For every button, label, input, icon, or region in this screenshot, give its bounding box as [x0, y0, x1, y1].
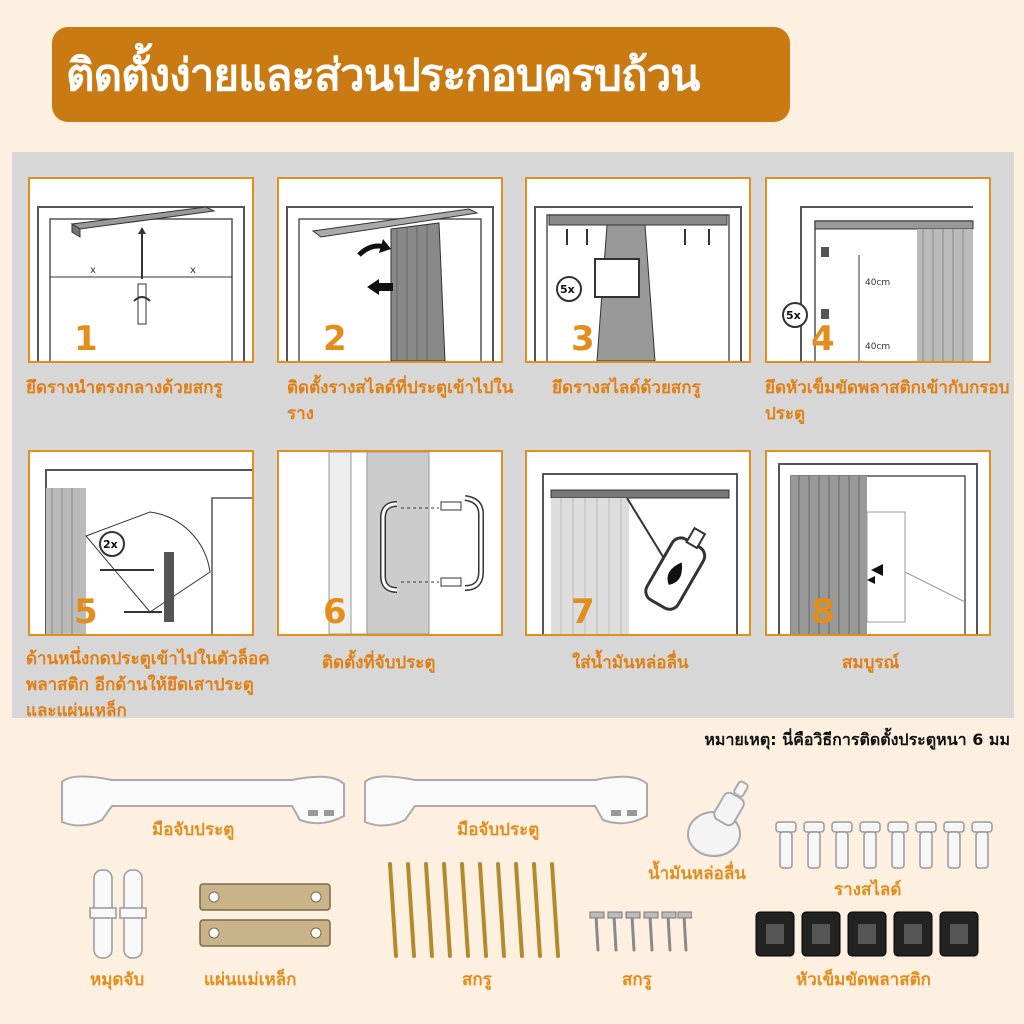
step-7-illustration — [542, 473, 738, 634]
step-1-caption: ยึดรางนำตรงกลางด้วยสกรู — [26, 378, 223, 398]
step-1-diagram: x x 1 — [28, 177, 254, 363]
long-screw-label: สกรู — [462, 970, 492, 990]
step-4-diagram: 40cm 40cm 5x 4 — [765, 177, 991, 363]
quantity-5x: 5x — [786, 309, 801, 322]
step-number: 3 — [571, 319, 595, 359]
page-title: ติดตั้งง่ายและส่วนประกอบครบถ้วน — [66, 49, 700, 101]
step-8-caption: สมบูรณ์ — [842, 653, 900, 673]
quantity-2x: 2x — [103, 538, 118, 551]
step-7-diagram: 7 — [525, 450, 751, 636]
step-8-diagram: 8 — [765, 450, 991, 636]
step-3-diagram: 5x 3 — [525, 177, 751, 363]
lubricant-label: น้ำมันหล่อลื่น — [648, 864, 746, 884]
handle-1-label: มือจับประตู — [152, 820, 235, 840]
step-6-caption: ติดตั้งที่จับประตู — [322, 653, 436, 673]
step-number: 4 — [811, 319, 835, 359]
step-7-caption: ใส่น้ำมันหล่อลื่น — [572, 653, 689, 673]
magnet-plate-image — [199, 883, 331, 947]
installation-note: หมายเหตุ: นี่คือวิธีการติดตั้งประตูหนา 6… — [704, 730, 1010, 749]
magnet-plate-label: แผ่นแม่เหล็ก — [204, 970, 297, 990]
lubricant-bottle-image — [687, 780, 749, 857]
long-screws-image — [388, 862, 560, 958]
step-5-diagram: 2x 5 — [28, 450, 254, 636]
step-2-illustration — [286, 206, 494, 361]
stopper-label: หมุดจับ — [90, 970, 145, 990]
short-screws-image — [589, 911, 692, 952]
step-6-illustration — [328, 452, 484, 634]
step-number: 6 — [323, 592, 347, 632]
dimension-x-right: x — [190, 265, 196, 276]
step-8-illustration — [778, 463, 978, 634]
step-5-illustration: 2x — [45, 469, 252, 634]
dimension-x-left: x — [90, 265, 96, 276]
step-1-illustration: x x — [37, 206, 245, 361]
step-4-caption: ยึดหัวเข็มขัดพลาสติกเข้ากับกรอบประตู — [765, 378, 1010, 424]
step-number: 7 — [571, 592, 595, 632]
step-number: 1 — [74, 319, 98, 359]
step-2-caption: ติดตั้งรางสไลด์ที่ประตูเข้าไปในราง — [287, 378, 514, 424]
step-number: 5 — [74, 592, 98, 632]
step-5-caption: ด้านหนึ่งกดประตูเข้าไปในตัวล็อคพลาสติก อ… — [26, 649, 270, 721]
door-handle-1-image — [61, 775, 345, 827]
slide-rail-parts-image — [775, 821, 993, 869]
title-banner: ติดตั้งง่ายและส่วนประกอบครบถ้วน — [52, 27, 790, 122]
step-4-illustration: 40cm 40cm 5x — [782, 206, 974, 361]
quantity-5x: 5x — [560, 283, 575, 296]
step-6-diagram: 6 — [277, 450, 503, 636]
measurement-40cm-upper: 40cm — [865, 278, 890, 288]
plastic-buckle-image — [755, 911, 979, 957]
plastic-buckle-label: หัวเข็มขัดพลาสติก — [796, 970, 931, 990]
step-2-diagram: 2 — [277, 177, 503, 363]
step-number: 8 — [811, 592, 835, 632]
slide-rail-label: รางสไลด์ — [834, 880, 902, 900]
step-3-illustration: 5x — [534, 206, 742, 361]
step-3-caption: ยึดรางสไลด์ด้วยสกรู — [552, 378, 701, 398]
step-number: 2 — [323, 319, 347, 359]
handle-2-label: มือจับประตู — [457, 820, 540, 840]
measurement-40cm-lower: 40cm — [865, 342, 890, 352]
short-screw-label: สกรู — [622, 970, 652, 990]
door-handle-2-image — [364, 775, 648, 827]
stopper-image — [89, 869, 147, 959]
